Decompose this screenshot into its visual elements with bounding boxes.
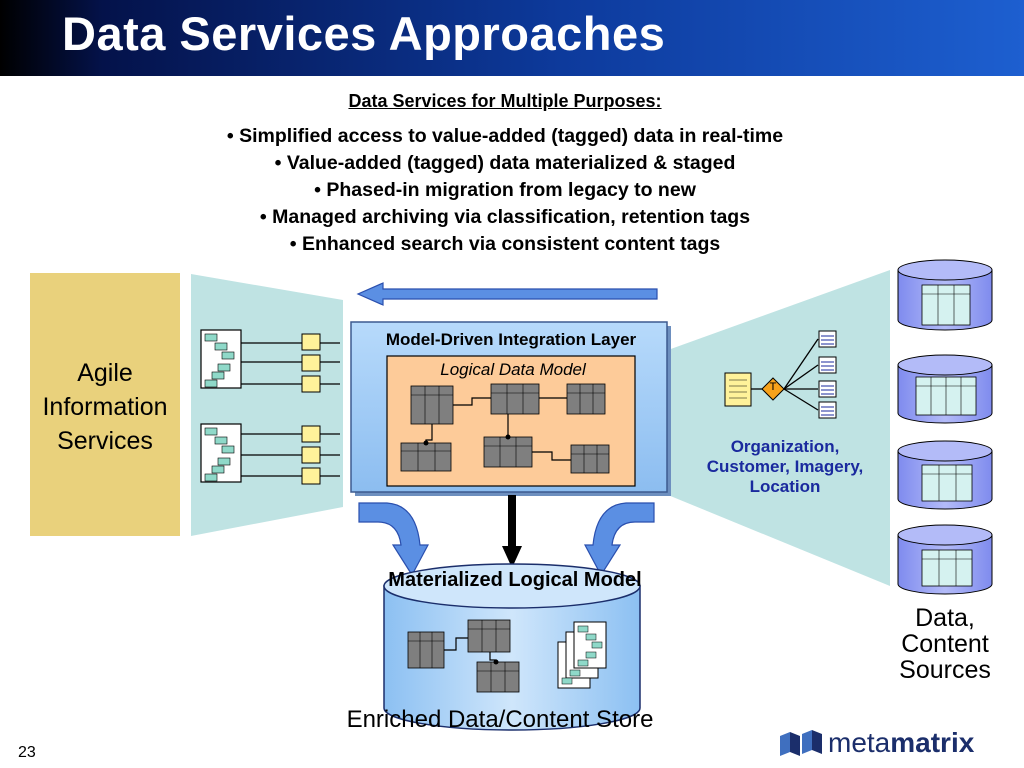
- xml-docs-lower-icon: [200, 423, 242, 483]
- purpose-item: Simplified access to value-added (tagged…: [0, 123, 1010, 150]
- purpose-item: Enhanced search via consistent content t…: [0, 231, 1010, 258]
- purpose-item: Value-added (tagged) data materialized &…: [0, 150, 1010, 177]
- model-table-grid: [401, 384, 609, 473]
- left-connector-lines: [241, 342, 340, 477]
- flow-left-arrow: [356, 282, 658, 306]
- logo-wordmark: metamatrix: [828, 727, 975, 758]
- right-curved-arrow: [584, 502, 655, 577]
- purposes-heading: Data Services for Multiple Purposes:: [348, 91, 662, 111]
- tag-leaf-docs: [818, 330, 837, 419]
- tag-leaf-lines: [821, 335, 834, 416]
- purpose-item: Phased-in migration from legacy to new: [0, 177, 1010, 204]
- tag-tree-lines: [783, 338, 819, 411]
- store-xml-docs-icon: [557, 621, 607, 689]
- agile-services-label: Agile Information Services: [42, 359, 168, 455]
- tag-categories-label: Organization, Customer, Imagery, Locatio…: [706, 437, 864, 496]
- left-doc-icons: [301, 333, 321, 485]
- title-bar: [0, 0, 1024, 76]
- slide-title: Data Services Approaches: [62, 7, 666, 60]
- source-cylinder-4-icon: [897, 524, 993, 595]
- store-tables: [407, 619, 520, 693]
- purposes-list: Simplified access to value-added (tagged…: [0, 123, 1010, 258]
- tag-letter: T: [769, 381, 777, 393]
- left-curved-arrow: [358, 502, 429, 577]
- source-cylinder-1-icon: [897, 259, 993, 331]
- tagged-record-icon: [724, 372, 752, 407]
- company-logo: metamatrix: [778, 727, 1008, 758]
- logo-cubes-icon: [780, 730, 822, 756]
- tag-diamond-icon: [761, 377, 785, 401]
- integration-layer-label: Model-Driven Integration Layer: [385, 330, 637, 349]
- xml-docs-upper-icon: [200, 329, 242, 389]
- page-number: 23: [18, 744, 36, 761]
- model-tables: [400, 383, 610, 474]
- agile-services-box: [30, 273, 180, 536]
- materialized-model-label: Materialized Logical Model: [388, 569, 642, 591]
- down-black-arrow: [502, 495, 522, 568]
- left-funnel: [191, 274, 343, 536]
- source-cylinder-2-icon: [897, 354, 993, 424]
- sources-caption: Data, Content Sources: [899, 604, 991, 684]
- source-cylinder-3-icon: [897, 440, 993, 510]
- logical-model-label: Logical Data Model: [440, 360, 586, 379]
- purpose-item: Managed archiving via classification, re…: [0, 204, 1010, 231]
- right-funnel: [668, 270, 890, 586]
- store-caption: Enriched Data/Content Store: [346, 706, 654, 733]
